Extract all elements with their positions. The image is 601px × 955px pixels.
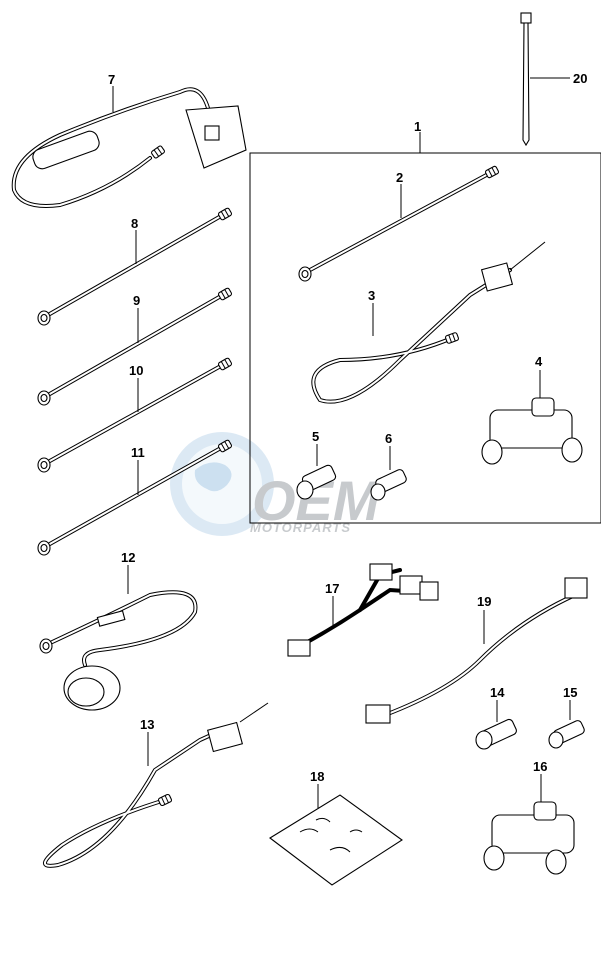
callout-19: 19 (477, 594, 491, 609)
part-10-cable: 10 (37, 356, 233, 473)
callout-4: 4 (535, 354, 543, 369)
callout-14: 14 (490, 685, 505, 700)
callout-6: 6 (385, 431, 392, 446)
part-7-cable: 7 (11, 72, 247, 208)
callout-10: 10 (129, 363, 143, 378)
watermark: OEM MOTORPARTS (170, 432, 381, 536)
callout-5: 5 (312, 429, 319, 444)
callout-2: 2 (396, 170, 403, 185)
part-2-cable: 2 (298, 165, 500, 282)
callout-9: 9 (133, 293, 140, 308)
part-3-cable: 3 (311, 241, 546, 404)
callout-20: 20 (573, 71, 587, 86)
callout-13: 13 (140, 717, 154, 732)
part-20-cable-tie: 20 (520, 12, 587, 147)
callout-18: 18 (310, 769, 324, 784)
part-12-sensor-cable: 12 (39, 550, 198, 711)
watermark-globe-icon (170, 432, 274, 536)
callout-7: 7 (108, 72, 115, 87)
part-17-harness: 17 (287, 563, 439, 657)
kit-box (249, 152, 601, 524)
part-8-cable: 8 (37, 206, 233, 326)
callout-3: 3 (368, 288, 375, 303)
callout-11: 11 (131, 445, 145, 460)
part-18-bag: 18 (269, 769, 403, 886)
watermark-tagline: MOTORPARTS (250, 520, 351, 535)
part-9-cable: 9 (37, 286, 233, 406)
callout-12: 12 (121, 550, 135, 565)
callout-8: 8 (131, 216, 138, 231)
callout-15: 15 (563, 685, 577, 700)
part-6-terminator: 6 (370, 431, 407, 501)
part-11-cable: 11 (37, 438, 233, 556)
part-14-terminator: 14 (475, 685, 517, 750)
part-5-terminator: 5 (296, 429, 337, 500)
part-19-harness-cable: 19 (365, 577, 588, 724)
callout-17: 17 (325, 581, 339, 596)
callout-16: 16 (533, 759, 547, 774)
part-16-t-connector: 16 (483, 759, 575, 875)
part-13-cable: 13 (43, 702, 269, 868)
callout-1: 1 (414, 119, 421, 134)
part-15-terminator: 15 (548, 685, 585, 749)
part-4-t-connector: 4 (481, 354, 583, 465)
